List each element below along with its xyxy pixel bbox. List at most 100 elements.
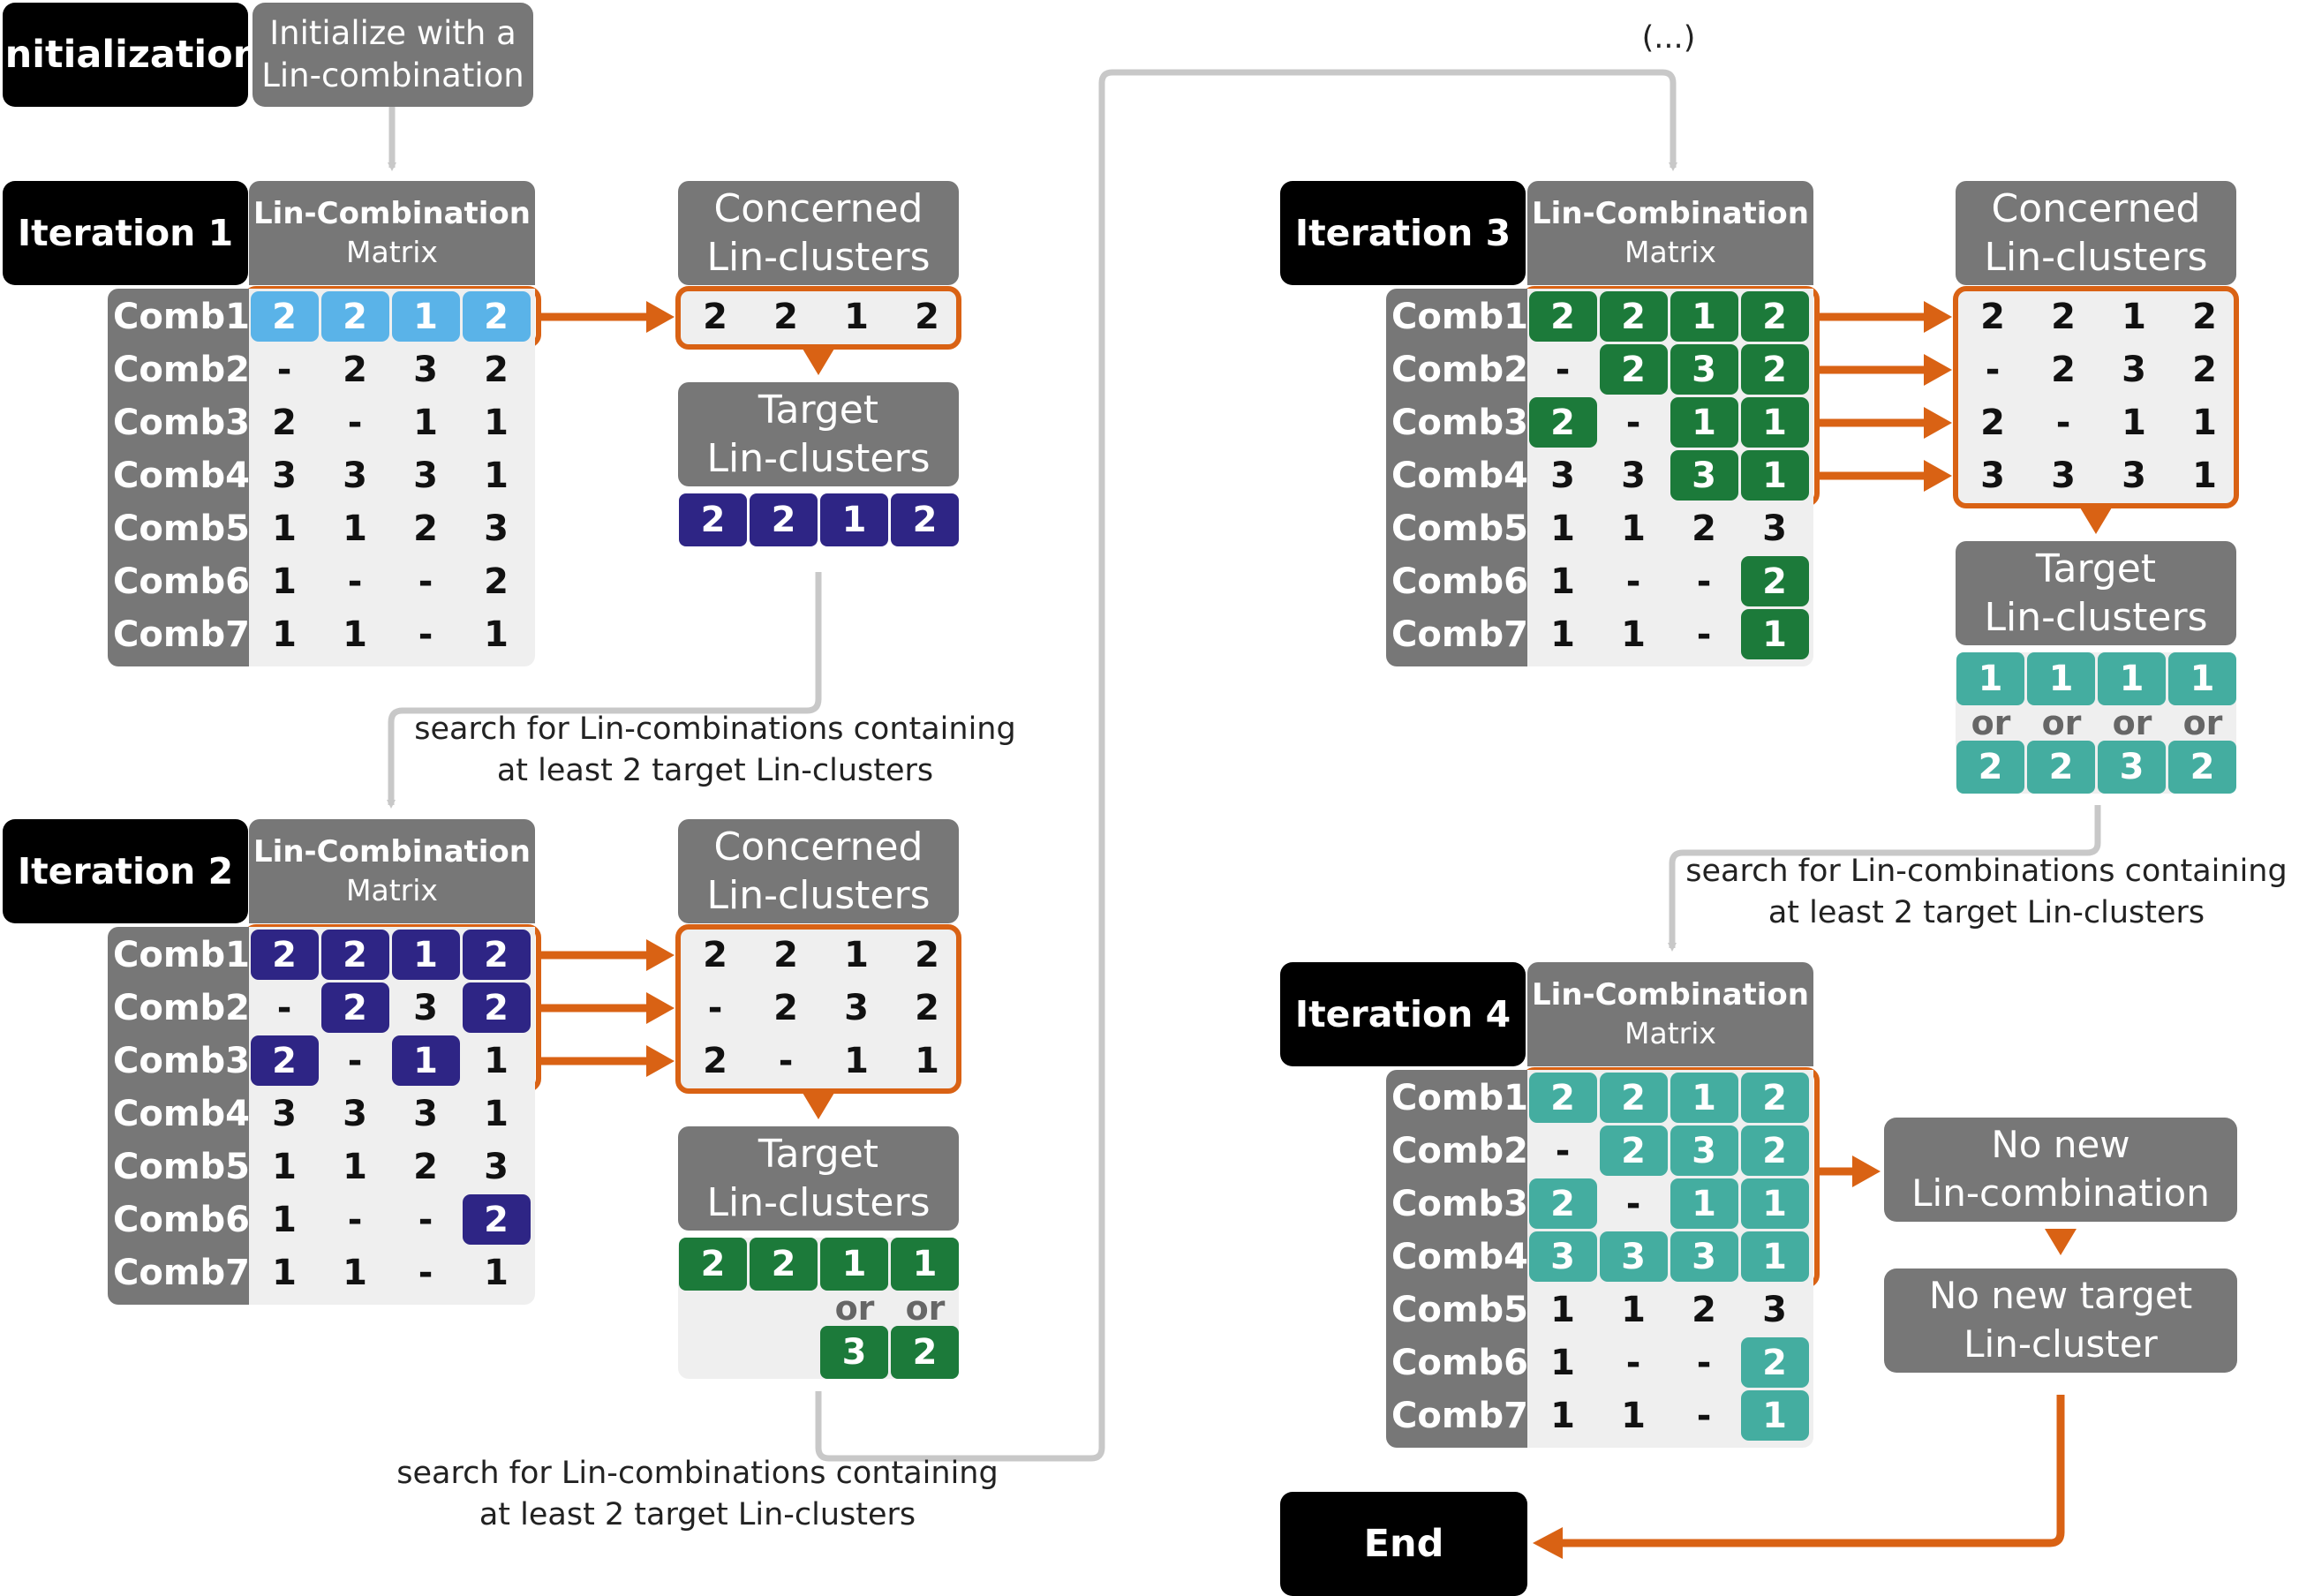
- matrix-cell: 2: [484, 988, 509, 1028]
- target-cell: 2: [750, 493, 818, 546]
- stage-4-highlight-cell: [1529, 1178, 1597, 1229]
- no-new-target-text: No new target Lin-cluster: [1928, 1274, 2193, 1366]
- stage-1-highlight-cell: [321, 291, 389, 342]
- matrix-cell: -: [418, 614, 433, 655]
- stage-2-row-arrow-head: [646, 1045, 675, 1077]
- comb-label: Comb4: [1391, 1237, 1528, 1277]
- stage-3-highlight-cell: [1600, 344, 1668, 395]
- concerned-cell: 2: [915, 297, 939, 337]
- comb-label: Comb7: [1391, 614, 1528, 655]
- concerned-cell: 2: [915, 935, 939, 975]
- stage-4-highlight-cell: [1741, 1178, 1809, 1229]
- matrix-cell: 2: [1550, 403, 1575, 443]
- matrix-cell: 3: [413, 1094, 438, 1134]
- stage-4-highlight-cell: [1670, 1231, 1738, 1282]
- target-cell: 1: [891, 1238, 959, 1291]
- stage-2-row-arrow-head: [646, 992, 675, 1024]
- stage-3-matrix-header-title: Lin-Combination: [1532, 196, 1809, 232]
- stage-2-label: Iteration 2: [3, 819, 248, 923]
- stage-3-highlight-cell: [1741, 450, 1809, 501]
- matrix-cell: 1: [272, 1147, 297, 1187]
- concerned-cell: 3: [2122, 455, 2146, 496]
- stage-3-matrix-header-sub: Matrix: [1624, 234, 1716, 269]
- concerned-cell: 2: [1980, 297, 2005, 337]
- matrix-cell: 2: [343, 988, 367, 1028]
- stage-4-highlight-cell: [1529, 1073, 1597, 1123]
- matrix-cell: 1: [343, 614, 367, 655]
- stage-3-row-arrow-head: [1924, 301, 1952, 333]
- or-label: or: [2041, 704, 2082, 742]
- iteration3-to-iteration4-connector: [1668, 805, 2101, 952]
- matrix-cell: -: [1555, 1131, 1571, 1171]
- stage-4-highlight-cell: [1600, 1231, 1668, 1282]
- matrix-cell: 2: [1621, 297, 1646, 337]
- matrix-cell: 1: [272, 508, 297, 549]
- stage-4-highlight-cell: [1741, 1231, 1809, 1282]
- matrix-cell: 1: [272, 1253, 297, 1293]
- concerned-cell: 2: [2192, 350, 2217, 390]
- matrix-cell: 1: [413, 1041, 438, 1081]
- stage-3-concerned-box: [1953, 286, 2239, 508]
- comb-label: Comb5: [113, 508, 250, 549]
- matrix-cell: 2: [413, 1147, 438, 1187]
- matrix-cell: 1: [484, 614, 509, 655]
- stage-2-row-names-bg: [108, 927, 249, 1305]
- matrix-cell: 3: [1762, 508, 1787, 549]
- stage-4-highlight-cell: [1670, 1178, 1738, 1229]
- matrix-cell: 1: [1762, 1396, 1787, 1436]
- comb-label: Comb2: [1391, 350, 1528, 390]
- concerned-cell: 1: [2122, 297, 2146, 337]
- concerned-cell: 3: [1980, 455, 2005, 496]
- stage-4-no-new-arrow-head: [1852, 1156, 1881, 1187]
- matrix-cell: 2: [1762, 1078, 1787, 1118]
- target-cell: 1: [2168, 652, 2236, 705]
- matrix-cell: -: [1696, 614, 1712, 655]
- matrix-cell: 1: [1621, 1396, 1646, 1436]
- concerned-cell: 1: [2192, 403, 2217, 443]
- target-cell: 1: [820, 493, 888, 546]
- stage-3-highlight-cell: [1741, 609, 1809, 659]
- concerned-cell: 2: [1980, 403, 2005, 443]
- stage-3-highlight-cell: [1529, 291, 1597, 342]
- stage-3-concerned-title: Concerned Lin-clusters: [1956, 181, 2236, 285]
- comb-label: Comb6: [1391, 1343, 1528, 1383]
- comb-label: Comb1: [113, 935, 250, 975]
- orange-down-arrow: [803, 349, 834, 375]
- matrix-cell: 2: [272, 297, 297, 337]
- matrix-cell: -: [1625, 403, 1641, 443]
- stage-1-row-arrow-head: [646, 301, 675, 333]
- comb-label: Comb4: [1391, 455, 1528, 496]
- concerned-cell: 1: [915, 1041, 939, 1081]
- concerned-cell: 1: [844, 1041, 869, 1081]
- stage-3-highlight-cell: [1741, 291, 1809, 342]
- stage-3-highlight-cell: [1741, 556, 1809, 606]
- matrix-cell: 3: [1550, 455, 1575, 496]
- matrix-cell: 3: [1621, 1237, 1646, 1277]
- stage-3-target-title: Target Lin-clusters: [1956, 541, 2236, 645]
- or-label: or: [1971, 704, 2011, 742]
- matrix-cell: 2: [1550, 297, 1575, 337]
- matrix-cell: 1: [413, 297, 438, 337]
- matrix-cell: 2: [484, 561, 509, 602]
- stage-3-highlight-cell: [1670, 397, 1738, 448]
- matrix-cell: 1: [1550, 1290, 1575, 1330]
- concerned-cell: 2: [773, 935, 798, 975]
- target-cell: 2: [891, 493, 959, 546]
- matrix-cell: 2: [413, 508, 438, 549]
- comb-label: Comb7: [113, 614, 250, 655]
- target-cell: 1: [820, 1238, 888, 1291]
- stage-4-matrix-header-title: Lin-Combination: [1532, 977, 1809, 1013]
- stage-2-concerned-box: [675, 924, 961, 1094]
- matrix-cell: 2: [272, 1041, 297, 1081]
- no-new-combination-text: No new Lin-combination: [1911, 1123, 2210, 1215]
- matrix-cell: 1: [343, 1253, 367, 1293]
- matrix-cell: 2: [1621, 1131, 1646, 1171]
- matrix-cell: 1: [1762, 1237, 1787, 1277]
- comb-label: Comb4: [113, 455, 250, 496]
- matrix-cell: 1: [1762, 1184, 1787, 1224]
- end-label: End: [1280, 1492, 1527, 1596]
- stage-3-highlight-cell: [1670, 291, 1738, 342]
